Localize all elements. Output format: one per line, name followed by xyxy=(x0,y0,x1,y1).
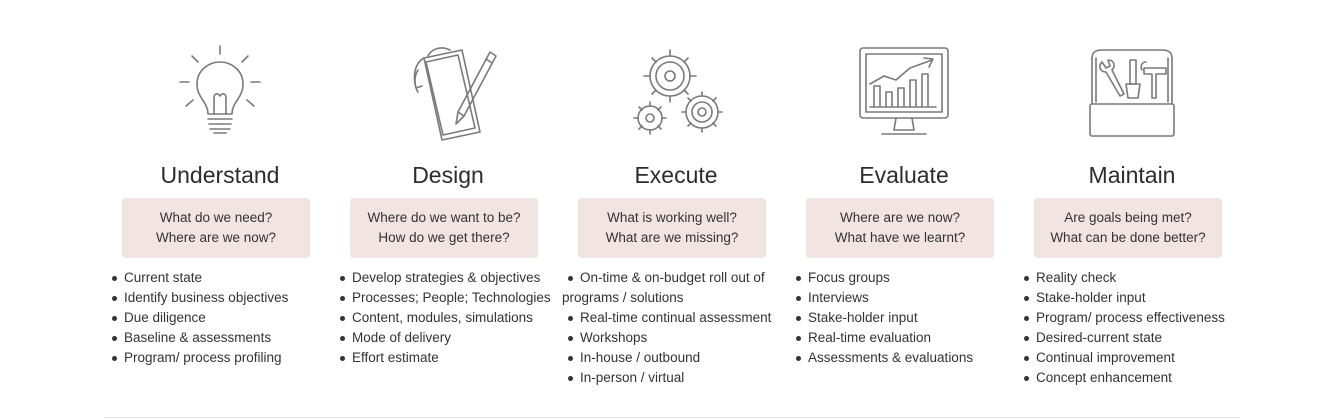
list-item: Stake-holder input xyxy=(790,308,1030,328)
list-item: Interviews xyxy=(790,288,1030,308)
stage-title: Execute xyxy=(634,162,718,188)
list-item: Program/ process effectiveness xyxy=(1018,308,1258,328)
list-item: Continual improvement xyxy=(1018,348,1258,368)
question-line: How do we get there? xyxy=(378,230,510,245)
monitor-chart-icon xyxy=(854,40,954,144)
stage-items: Focus groups Interviews Stake-holder inp… xyxy=(790,268,1030,368)
toolbox-icon xyxy=(1082,40,1182,144)
list-item: Content, modules, simulations xyxy=(334,308,574,328)
list-item: In-house / outbound xyxy=(562,348,802,368)
stage-items: Current state Identify business objectiv… xyxy=(106,268,346,368)
list-item: Concept enhancement xyxy=(1018,368,1258,388)
list-item: Processes; People; Technologies xyxy=(334,288,574,308)
question-box: Where do we want to be? How do we get th… xyxy=(350,198,538,258)
stage-title: Evaluate xyxy=(859,162,949,188)
stage-title: Maintain xyxy=(1088,162,1176,188)
list-item: On-time & on-budget roll out of programs… xyxy=(562,268,768,308)
question-line: Where do we want to be? xyxy=(367,210,521,225)
list-item: Assessments & evaluations xyxy=(790,348,1030,368)
notepad-pencil-icon xyxy=(398,40,498,144)
list-item: Develop strategies & objectives xyxy=(334,268,574,288)
question-box: Are goals being met? What can be done be… xyxy=(1034,198,1222,258)
gears-icon xyxy=(626,40,726,144)
list-item: Mode of delivery xyxy=(334,328,574,348)
stage-items: Develop strategies & objectives Processe… xyxy=(334,268,574,368)
question-line: Where are we now? xyxy=(839,210,961,225)
list-item: Identify business objectives xyxy=(106,288,346,308)
list-item: In-person / virtual xyxy=(562,368,802,388)
list-item: Due diligence xyxy=(106,308,346,328)
question-box: What is working well? What are we missin… xyxy=(578,198,766,258)
question-line: What can be done better? xyxy=(1050,230,1206,245)
question-line: Are goals being met? xyxy=(1064,210,1192,225)
list-item: Desired-current state xyxy=(1018,328,1258,348)
list-item: Real-time continual assessment xyxy=(562,308,802,328)
stage-title: Design xyxy=(412,162,484,188)
list-item: Current state xyxy=(106,268,346,288)
list-item: Program/ process profiling xyxy=(106,348,346,368)
list-item: Reality check xyxy=(1018,268,1258,288)
question-box: Where are we now? What have we learnt? xyxy=(806,198,994,258)
question-line: What do we need? xyxy=(159,210,273,225)
stage-items: On-time & on-budget roll out of programs… xyxy=(562,268,802,388)
list-item: Focus groups xyxy=(790,268,1030,288)
list-item: Baseline & assessments xyxy=(106,328,346,348)
divider xyxy=(104,417,1240,418)
list-item: Stake-holder input xyxy=(1018,288,1258,308)
question-line: What is working well? xyxy=(607,210,737,225)
question-line: What are we missing? xyxy=(605,230,739,245)
question-line: Where are we now? xyxy=(155,230,277,245)
question-line: What have we learnt? xyxy=(834,230,966,245)
stage-items: Reality check Stake-holder input Program… xyxy=(1018,268,1258,388)
list-item: Workshops xyxy=(562,328,802,348)
stage-title: Understand xyxy=(160,162,280,188)
question-box: What do we need? Where are we now? xyxy=(122,198,310,258)
list-item: Real-time evaluation xyxy=(790,328,1030,348)
list-item: Effort estimate xyxy=(334,348,574,368)
lightbulb-icon xyxy=(170,40,270,144)
